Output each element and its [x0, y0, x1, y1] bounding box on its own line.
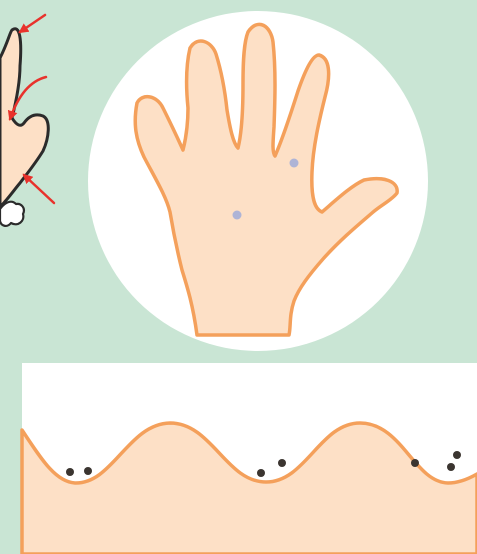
palm-in-circle	[88, 11, 428, 351]
dirt-particle-icon	[411, 459, 419, 467]
partial-hand-closeup	[0, 15, 54, 226]
germ-dot-icon	[233, 211, 242, 220]
dirt-particle-icon	[453, 451, 461, 459]
dirt-particle-icon	[84, 467, 92, 475]
finger-outline	[0, 29, 48, 207]
dirt-particle-icon	[278, 459, 286, 467]
dirt-particle-icon	[257, 469, 265, 477]
red-arrow-icon	[20, 15, 45, 32]
dirt-particle-icon	[66, 468, 74, 476]
germ-dot-icon	[290, 159, 299, 168]
red-arrow-icon	[24, 175, 54, 203]
soap-foam	[0, 202, 24, 226]
skin-wrinkle-crosssection	[22, 363, 477, 554]
dirt-particle-icon	[447, 463, 455, 471]
